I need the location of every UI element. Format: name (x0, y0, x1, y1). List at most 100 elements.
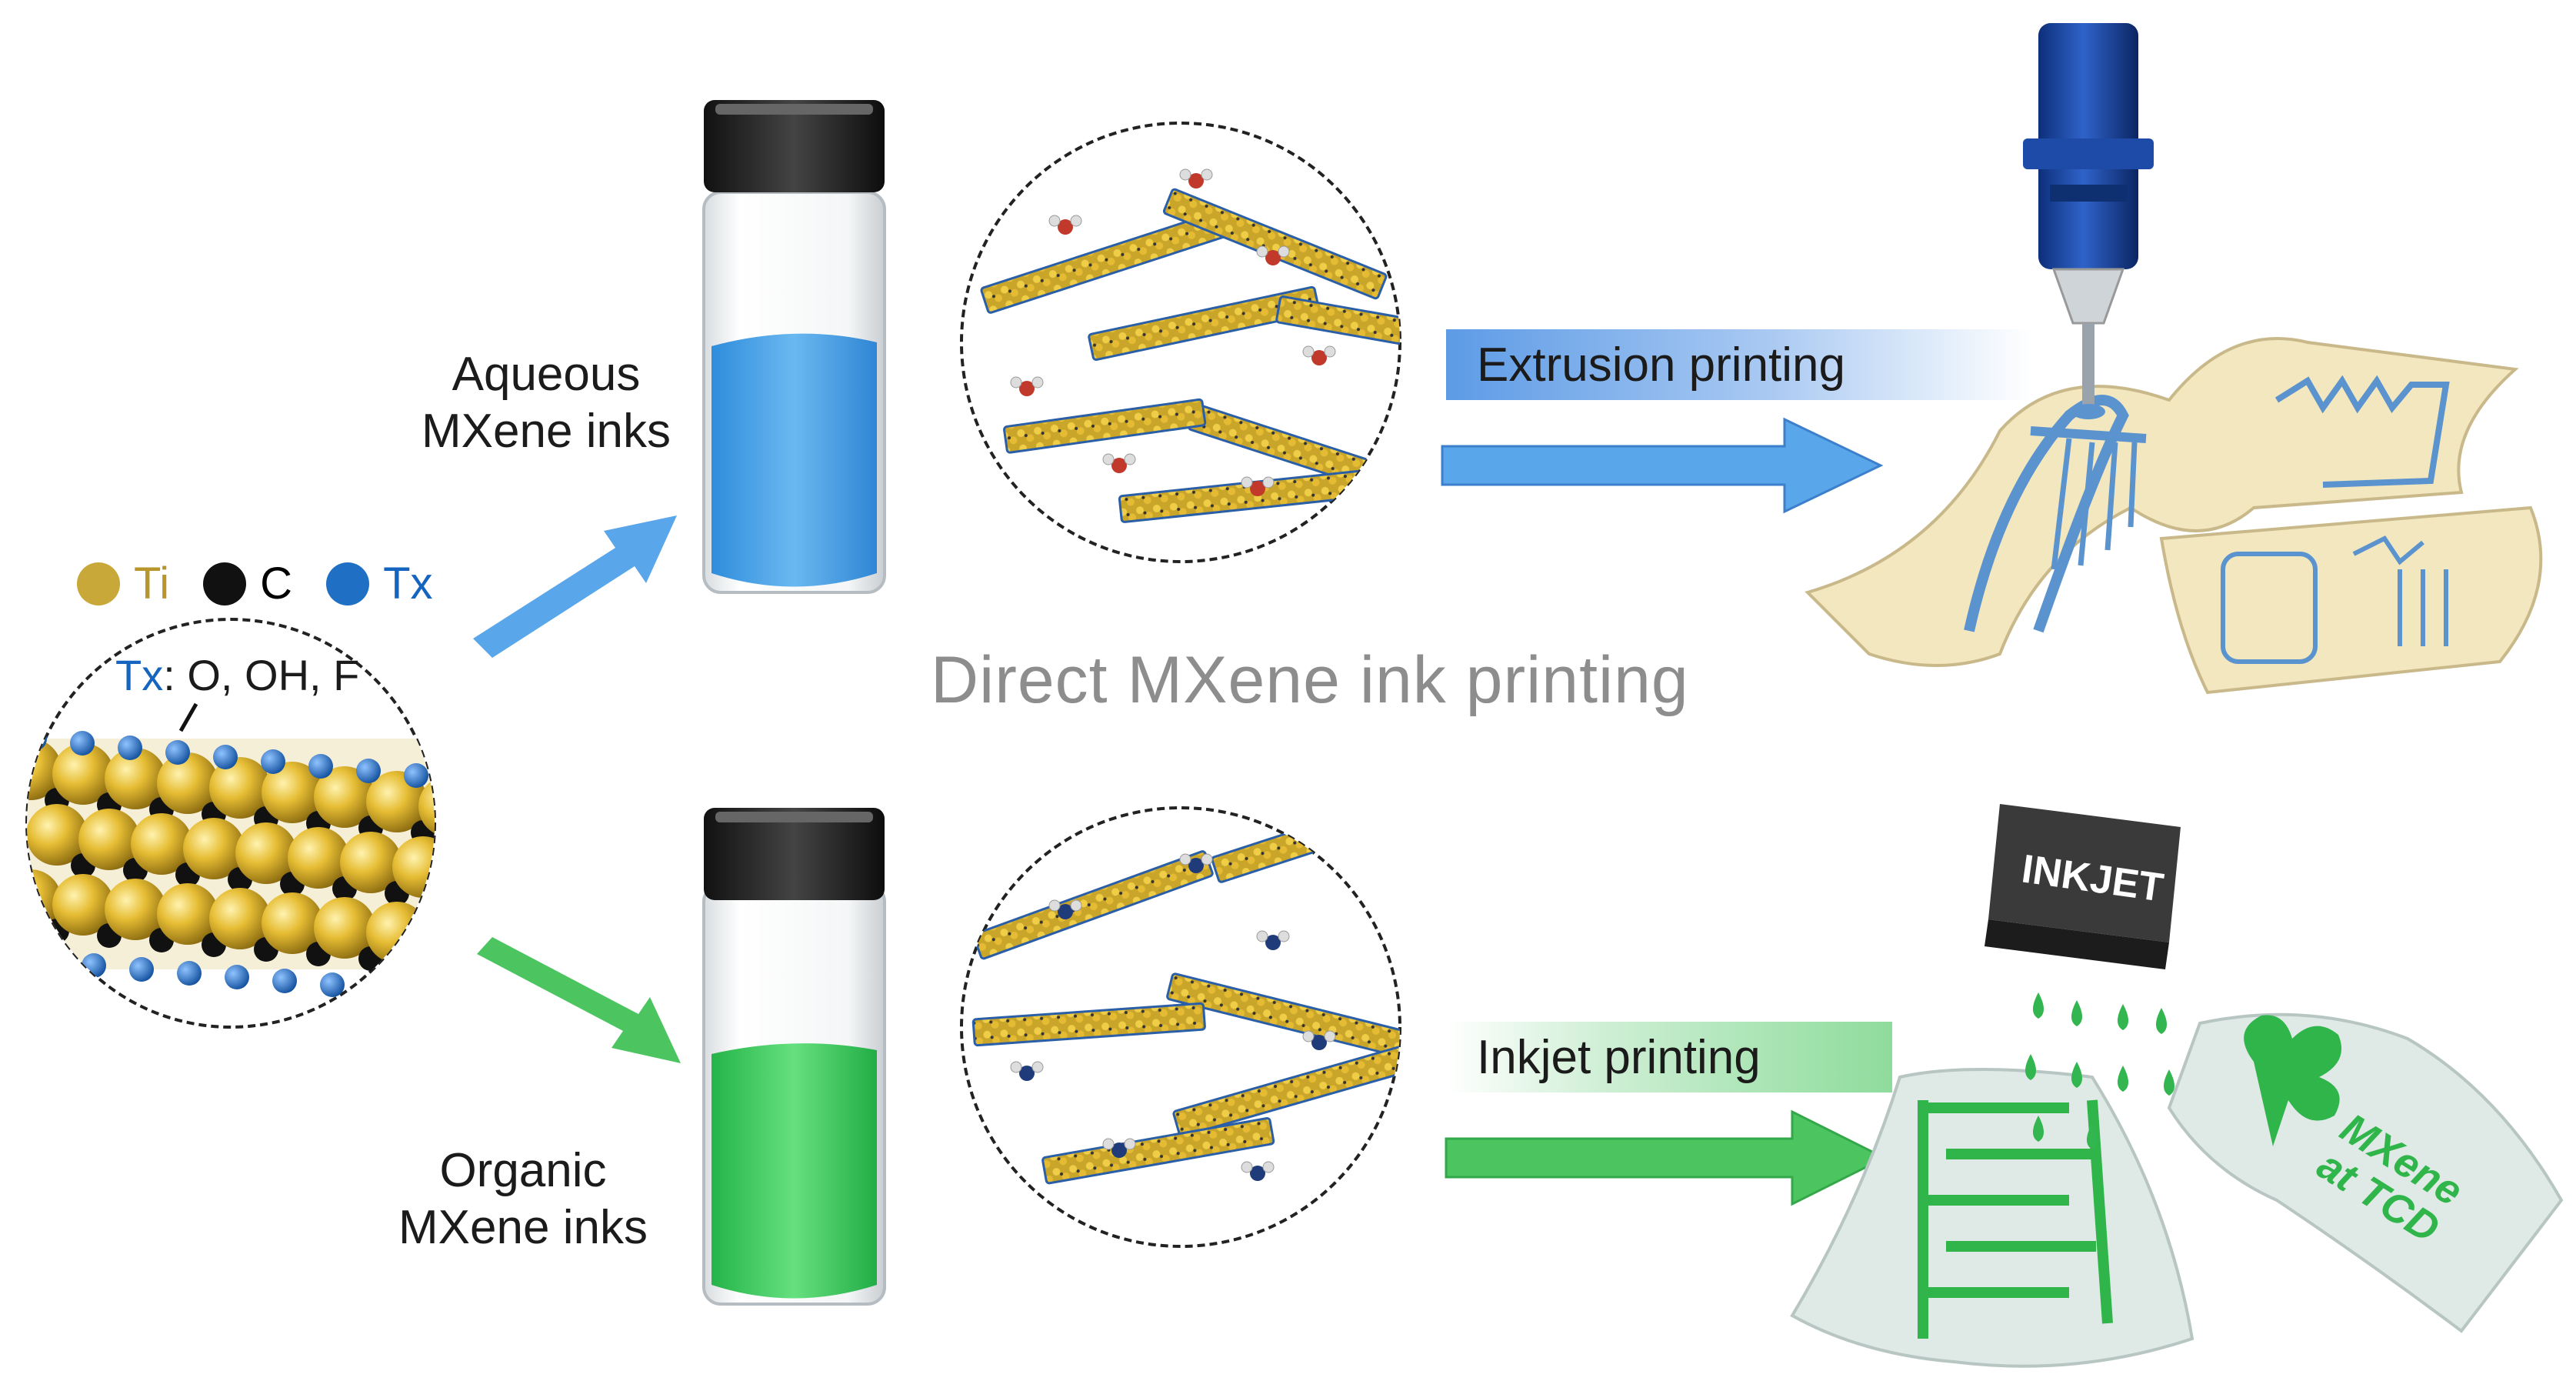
ink-droplet (2164, 1069, 2174, 1096)
c-atom (437, 886, 462, 910)
ti-atom (183, 818, 245, 879)
tx-atom (27, 726, 47, 751)
ink-droplet (2033, 992, 2044, 1019)
c-atom (411, 951, 435, 976)
tx-atom (368, 976, 392, 1001)
tx-atom (34, 949, 58, 974)
ti-atom (105, 879, 166, 940)
organic-dispersion-illustration (960, 806, 1401, 1248)
tx-atom (129, 957, 154, 982)
legend-tx-label: Tx (383, 559, 433, 609)
tx-atom (272, 969, 297, 993)
tx-atom (165, 740, 190, 765)
mxene-flake (971, 1002, 1206, 1047)
c-dot-icon (203, 562, 247, 605)
ti-atom (78, 809, 140, 870)
center-title: Direct MXene ink printing (931, 643, 1689, 717)
ti-atom (52, 874, 114, 936)
aqueous-label-line1: Aqueous (452, 348, 641, 401)
solvent-molecule (1010, 376, 1044, 396)
tx-atom (177, 961, 202, 986)
solvent-molecule (1302, 345, 1336, 365)
tx-dot-icon (326, 562, 370, 605)
arrow-to-aqueous (473, 515, 677, 658)
tx-atom (82, 953, 106, 978)
ink-droplet (2033, 1116, 2044, 1142)
ink-droplet (2156, 1008, 2167, 1034)
ink-droplet (2087, 1123, 2098, 1149)
mxene-flake (1172, 1043, 1400, 1138)
inkjet-printing-illustration (1790, 804, 2564, 1368)
tx-note-symbol: Tx (115, 651, 164, 699)
ti-atom (52, 743, 114, 805)
aqueous-ink-vial (702, 100, 886, 594)
organic-ink-vial (702, 808, 886, 1306)
ti-atom (262, 892, 323, 954)
aqueous-label-line2: MXene inks (422, 405, 671, 459)
ti-atom (157, 883, 218, 945)
ti-dot-icon (77, 562, 120, 605)
solvent-molecule (1241, 476, 1275, 496)
mxene-flake (1088, 285, 1321, 362)
tx-atom (70, 731, 95, 756)
ti-atom (366, 902, 428, 963)
ti-atom (209, 757, 271, 819)
arrow-to-extrusion (1441, 417, 1884, 514)
solvent-molecule (1302, 1030, 1336, 1050)
inkjet-label-text: Inkjet printing (1477, 1030, 1761, 1084)
ti-atom (209, 888, 271, 949)
solvent-molecule (1010, 1061, 1044, 1081)
ti-atom (288, 827, 349, 889)
ink-droplet (2118, 1066, 2128, 1092)
tx-atom (225, 965, 249, 989)
extrusion-printing-illustration (1805, 23, 2543, 695)
tx-note-text: : O, OH, F (163, 651, 360, 699)
ti-atom (105, 748, 166, 809)
solvent-molecule (1241, 1161, 1275, 1181)
organic-ink-label: Organic MXene inks (354, 1142, 692, 1257)
ti-atom (157, 752, 218, 814)
ti-atom (314, 766, 375, 828)
ti-atom (418, 906, 435, 968)
ink-droplet (2071, 1062, 2082, 1088)
solvent-molecule (1048, 215, 1082, 235)
inkjet-printing-label: Inkjet printing (1446, 1022, 1892, 1092)
tx-atom (404, 763, 428, 788)
termination-note: Tx: O, OH, F (115, 650, 359, 700)
organic-label-line2: MXene inks (398, 1201, 648, 1255)
arrow-to-organic (477, 937, 681, 1063)
ti-atom (340, 832, 402, 893)
ti-atom (418, 776, 435, 837)
element-legend: Ti C Tx (77, 558, 433, 609)
tx-atom (463, 984, 488, 1009)
tx-atom (118, 736, 142, 760)
solvent-molecule (1102, 1138, 1136, 1158)
solvent-molecule (1256, 245, 1290, 265)
tx-atom (356, 759, 381, 783)
tx-atom (452, 768, 476, 792)
tx-atom (320, 972, 345, 997)
tx-atom (261, 749, 285, 774)
solvent-molecule (1048, 899, 1082, 919)
ti-atom (445, 841, 506, 902)
legend-ti-label: Ti (134, 559, 170, 609)
solvent-molecule (1179, 168, 1213, 188)
tx-atom (415, 980, 435, 1005)
mxene-flake (1275, 295, 1400, 350)
solvent-molecule (1179, 853, 1213, 873)
aqueous-ink-label: Aqueous MXene inks (377, 346, 715, 461)
tx-atom (213, 745, 238, 769)
ink-droplet (2118, 1004, 2128, 1030)
arrow-to-inkjet (1445, 1109, 1888, 1206)
ti-atom (235, 822, 297, 884)
organic-label-line1: Organic (439, 1144, 607, 1197)
solvent-molecule (1256, 930, 1290, 950)
mxene-flake (1003, 398, 1207, 454)
ti-atom (131, 813, 192, 875)
ti-atom (262, 762, 323, 823)
c-atom (463, 825, 488, 849)
legend-c-label: C (260, 559, 293, 609)
c-atom (463, 956, 488, 980)
mxene-flake (1166, 972, 1400, 1059)
